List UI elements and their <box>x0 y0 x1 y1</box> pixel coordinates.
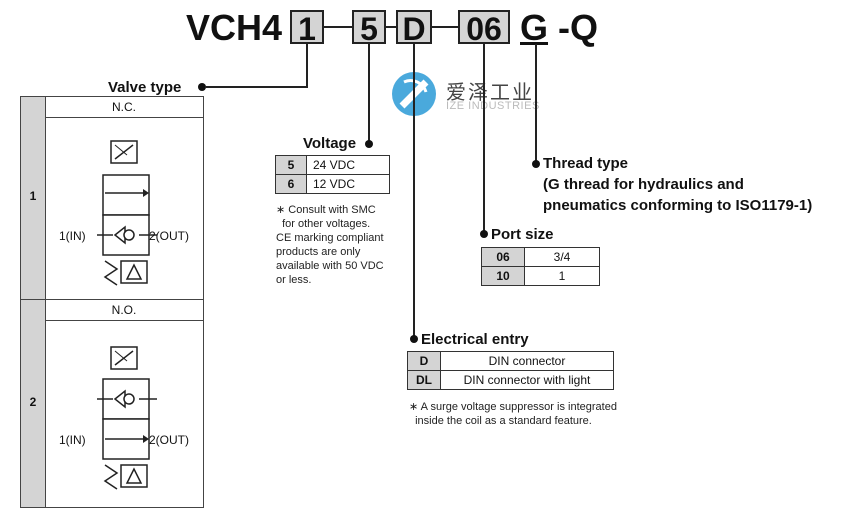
code-thread-type: G <box>520 7 549 48</box>
row-code-1: 1 <box>29 189 37 203</box>
voltage-heading: Voltage <box>303 135 357 152</box>
note-line: CE marking compliant <box>276 232 384 244</box>
row-code-2: 2 <box>29 395 37 409</box>
leader-electrical-entry <box>413 44 415 340</box>
electrical-entry-code: DL <box>407 370 441 390</box>
code-suffix: -Q <box>558 7 598 48</box>
leader-dot <box>410 335 418 343</box>
electrical-entry-value: DIN connector <box>440 351 614 371</box>
electrical-entry-table: D DIN connector DL DIN connector with li… <box>407 351 614 390</box>
thread-type-line-2: pneumatics conforming to ISO1179-1) <box>543 197 813 214</box>
code-electrical-entry: D <box>396 10 432 47</box>
port-size-table: 06 3/4 10 1 <box>481 247 600 286</box>
thread-type-line-1: (G thread for hydraulics and <box>543 176 744 193</box>
nc-inlet-label: 1(IN) <box>59 229 86 243</box>
note-line: for other voltages. <box>276 218 371 230</box>
table-row: D DIN connector <box>407 351 614 371</box>
code-column <box>21 97 46 507</box>
port-size-value: 3/4 <box>524 247 600 267</box>
dash-line <box>432 26 458 28</box>
thread-type-heading: Thread type <box>543 155 629 172</box>
port-size-code: 10 <box>481 266 525 286</box>
no-label: N.O. <box>45 300 203 321</box>
port-size-heading: Port size <box>491 226 554 243</box>
electrical-entry-code: D <box>407 351 441 371</box>
table-row: 6 12 VDC <box>275 174 390 194</box>
no-inlet-label: 1(IN) <box>59 433 86 447</box>
code-port-size: 06 <box>458 10 510 47</box>
voltage-table: 5 24 VDC 6 12 VDC <box>275 155 390 194</box>
watermark-name: 爱泽工业 <box>446 82 534 104</box>
voltage-value: 12 VDC <box>306 174 390 194</box>
note-line: inside the coil as a standard feature. <box>409 415 592 427</box>
watermark-subtitle: IZE INDUSTRIES <box>446 100 540 112</box>
voltage-note: ∗ Consult with SMC for other voltages. CE… <box>276 203 384 287</box>
leader-dot <box>480 230 488 238</box>
table-row: DL DIN connector with light <box>407 370 614 390</box>
port-size-value: 1 <box>524 266 600 286</box>
dash-line <box>386 26 396 28</box>
voltage-code: 5 <box>275 155 307 175</box>
leader-valve-type <box>306 44 308 88</box>
leader-dot <box>365 140 373 148</box>
table-row: 06 3/4 <box>481 247 600 267</box>
note-line: or less. <box>276 274 312 286</box>
nc-valve-symbol-icon <box>97 140 157 286</box>
leader-valve-type-h <box>206 86 308 88</box>
dash-line <box>324 26 352 28</box>
leader-port-size <box>483 44 485 234</box>
table-row: 5 24 VDC <box>275 155 390 175</box>
row-divider <box>21 299 203 300</box>
note-line: available with 50 VDC <box>276 260 384 272</box>
model-prefix: VCH4 <box>186 7 283 48</box>
electrical-entry-value: DIN connector with light <box>440 370 614 390</box>
leader-voltage <box>368 44 370 146</box>
note-line: ∗ A surge voltage suppressor is integrat… <box>409 401 617 413</box>
table-row: 10 1 <box>481 266 600 286</box>
no-valve-symbol-icon <box>97 346 157 490</box>
voltage-code: 6 <box>275 174 307 194</box>
code-valve-type: 1 <box>290 10 324 47</box>
code-voltage: 5 <box>352 10 386 47</box>
note-line: ∗ Consult with SMC <box>276 204 376 216</box>
leader-dot <box>198 83 206 91</box>
valve-type-heading: Valve type <box>108 79 182 96</box>
electrical-entry-note: ∗ A surge voltage suppressor is integrat… <box>409 400 617 428</box>
no-outlet-label: 2(OUT) <box>149 433 189 447</box>
leader-thread-type <box>535 44 537 164</box>
electrical-entry-heading: Electrical entry <box>421 331 529 348</box>
valve-type-table: N.C. 1 N.O. 2 1(IN) 2(OUT) <box>20 96 204 508</box>
nc-outlet-label: 2(OUT) <box>149 229 189 243</box>
nc-label: N.C. <box>45 97 203 118</box>
port-size-code: 06 <box>481 247 525 267</box>
note-line: products are only <box>276 246 361 258</box>
voltage-value: 24 VDC <box>306 155 390 175</box>
leader-dot <box>532 160 540 168</box>
